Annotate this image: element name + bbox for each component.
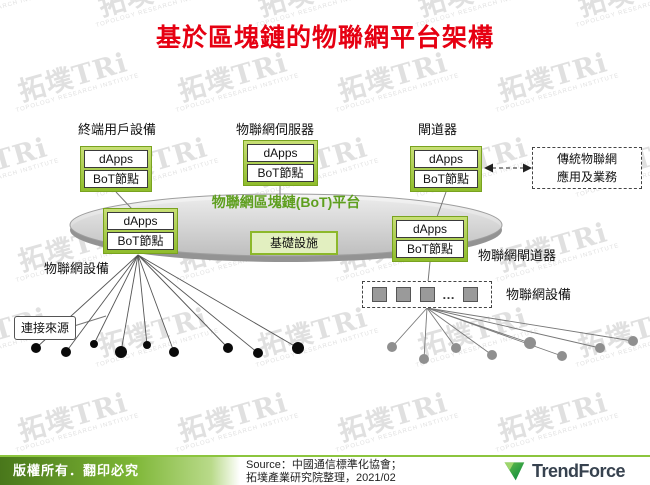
left-device-pins: [31, 340, 304, 358]
copyright-bar: 版權所有．翻印必究: [0, 457, 240, 485]
bot-node-label: BoT節點: [247, 164, 314, 182]
bot-node-label: BoT節點: [414, 170, 478, 188]
node-box-iot-server: dApps BoT節點: [243, 140, 318, 186]
bot-node-label: BoT節點: [396, 240, 464, 258]
source-line-2: 拓墣產業研究院整理，2021/02: [246, 472, 396, 484]
trendforce-logo: TrendForce: [502, 459, 626, 483]
dapps-label: dApps: [247, 144, 314, 162]
iot-devices-box: …: [362, 281, 492, 308]
bidirectional-arrow: [484, 163, 532, 173]
dapps-label: dApps: [84, 150, 148, 168]
infrastructure-box: 基礎設施: [250, 231, 338, 255]
page-title: 基於區塊鏈的物聯網平台架構: [155, 24, 494, 52]
dapps-label: dApps: [414, 150, 478, 168]
trendforce-icon: [504, 462, 525, 481]
label-iot-gateway: 物聯網閘道器: [478, 248, 557, 263]
right-device-lines: [391, 307, 634, 360]
node-box-gateway: dApps BoT節點: [410, 146, 482, 192]
device-square: [396, 287, 411, 302]
connector-lines: [73, 186, 447, 327]
connection-source-box: 連接來源: [14, 316, 76, 340]
node-box-end-user: dApps BoT節點: [80, 146, 152, 192]
bot-node-label: BoT節點: [84, 170, 148, 188]
right-device-pins: [387, 336, 638, 364]
device-square: [463, 287, 478, 302]
label-gateway: 閘道器: [418, 122, 458, 137]
label-iot-server: 物聯網伺服器: [236, 122, 315, 137]
dapps-label: dApps: [107, 212, 174, 230]
brand-name: TrendForce: [532, 460, 626, 481]
label-iot-devices-right: 物聯網設備: [506, 287, 572, 302]
ellipsis-label: …: [442, 287, 456, 302]
source-line-1: Source：中國通信標準化協會；: [246, 459, 402, 471]
platform-label: 物聯網區塊鏈(BoT)平台: [211, 194, 361, 210]
label-iot-devices-left: 物聯網設備: [44, 261, 110, 276]
traditional-iot-line2: 應用及業務: [556, 170, 617, 184]
dapps-label: dApps: [396, 220, 464, 238]
label-end-user-devices: 終端用戶設備: [78, 122, 157, 137]
bot-node-label: BoT節點: [107, 232, 174, 250]
device-square: [420, 287, 435, 302]
traditional-iot-line1: 傳統物聯網: [556, 152, 617, 166]
traditional-iot-box: 傳統物聯網 應用及業務: [532, 147, 642, 189]
node-box-left-platform: dApps BoT節點: [103, 208, 178, 254]
node-box-right-platform: dApps BoT節點: [392, 216, 468, 262]
device-square: [372, 287, 387, 302]
